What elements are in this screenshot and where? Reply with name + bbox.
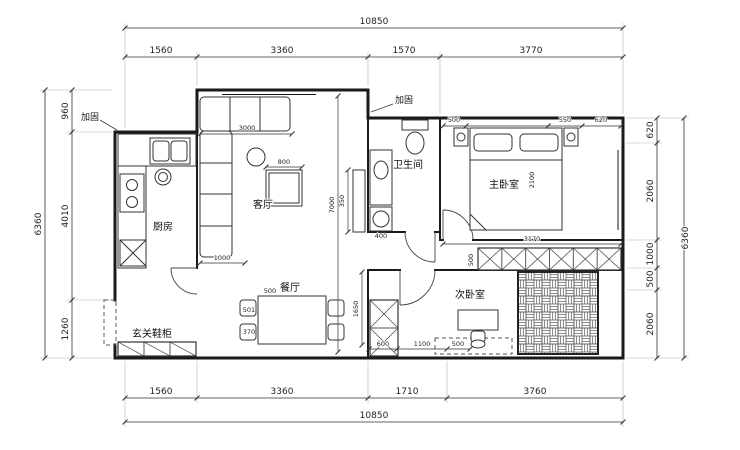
label-living-room: 客厅 (253, 198, 273, 211)
entry-door-dashed (103, 299, 117, 346)
dim-bottom-3: 1710 (396, 387, 419, 397)
dim-bottom-4: 3760 (524, 387, 547, 397)
kitchen-sink (149, 137, 191, 165)
bathroom-door (404, 231, 436, 263)
sofa (199, 96, 291, 258)
dim-top-4: 3770 (520, 46, 543, 56)
label-bathroom: 卫生间 (393, 158, 423, 171)
dim-right-1: 620 (646, 121, 656, 138)
dim-master-a: 500 (448, 116, 460, 124)
dimension-lines (42, 25, 687, 425)
nightstand (563, 127, 579, 147)
coffee-table (265, 169, 303, 207)
dim-dining-b: 501 (243, 306, 255, 314)
dim-sofa-depth: 1000 (214, 254, 231, 262)
dim-dining-c: 370 (243, 328, 255, 336)
dim-bottom-total: 10850 (360, 411, 389, 421)
dim-right-4: 500 (646, 270, 656, 287)
master-bed (469, 127, 563, 231)
label-second-bedroom: 次卧室 (455, 288, 485, 301)
washing-machine (369, 206, 393, 232)
bathroom-vanity (369, 149, 393, 206)
dim-top-3: 1570 (393, 46, 416, 56)
stove (119, 173, 145, 213)
dim-bedroom2-b: 1100 (414, 340, 431, 348)
desk (457, 309, 499, 331)
label-dining-room: 餐厅 (280, 281, 300, 294)
dim-master-c: 620 (595, 116, 607, 124)
side-table (246, 147, 266, 167)
furniture (117, 96, 579, 349)
desk-chair (470, 330, 486, 349)
wok-burner (154, 168, 172, 186)
dim-bottom-2: 3360 (271, 387, 294, 397)
tv-cabinet (352, 169, 366, 233)
interior-dim-lines (197, 93, 624, 355)
fridge (119, 239, 147, 267)
dim-left-2: 4010 (61, 204, 71, 227)
toilet (401, 119, 429, 155)
master-bedroom-door (442, 209, 474, 241)
dim-top-total: 10850 (360, 17, 389, 27)
dim-closet-run: 3170 (524, 235, 541, 243)
label-reinforce-right: 加固 (395, 95, 413, 106)
dim-left-total: 6360 (34, 212, 44, 235)
dining-chair (327, 299, 345, 317)
interior-walls (196, 117, 622, 359)
dining-chair (239, 323, 257, 341)
dim-bed-length: 2100 (528, 172, 536, 189)
dim-bedroom2-a: 600 (377, 340, 389, 348)
dim-coffee-table: 800 (278, 158, 290, 166)
label-master-bedroom: 主卧室 (489, 178, 519, 191)
kitchen-door (170, 267, 198, 295)
label-reinforce-left: 加固 (81, 112, 99, 123)
dim-top-2: 3360 (271, 46, 294, 56)
dim-bottom-1: 1560 (150, 387, 173, 397)
dim-right-3: 1000 (646, 242, 656, 265)
label-kitchen: 厨房 (153, 220, 173, 233)
dim-right-2: 2060 (646, 179, 656, 202)
exterior-walls (113, 88, 625, 360)
nightstand (453, 127, 469, 147)
entry-shoe-cabinet (117, 341, 197, 357)
hall-closet (477, 247, 622, 271)
dim-right-5: 2060 (646, 312, 656, 335)
reinforce-leaders (99, 103, 394, 131)
second-bedroom-door (399, 269, 436, 306)
dim-left-1: 960 (61, 102, 71, 119)
dim-bedroom2-side: 1650 (352, 301, 360, 318)
dim-closet-depth: 500 (467, 254, 475, 266)
dining-table (239, 295, 345, 345)
doors (170, 209, 474, 306)
dim-tv-depth: 350 (338, 195, 346, 207)
dim-dining-a: 500 (264, 287, 276, 295)
dim-right-total: 6360 (681, 226, 691, 249)
dining-chair (239, 299, 257, 317)
label-entry-cabinet: 玄关鞋柜 (132, 327, 172, 340)
parquet-floor (517, 271, 599, 355)
dim-hall-width: 400 (375, 232, 387, 240)
dim-living-run: 7000 (328, 197, 336, 214)
dim-left-3: 1260 (61, 317, 71, 340)
dim-sofa-length: 3000 (239, 124, 256, 132)
dim-master-b: 550 (559, 116, 571, 124)
dim-bedroom2-c: 500 (452, 340, 464, 348)
dining-chair (327, 323, 345, 341)
dim-top-1: 1560 (150, 46, 173, 56)
